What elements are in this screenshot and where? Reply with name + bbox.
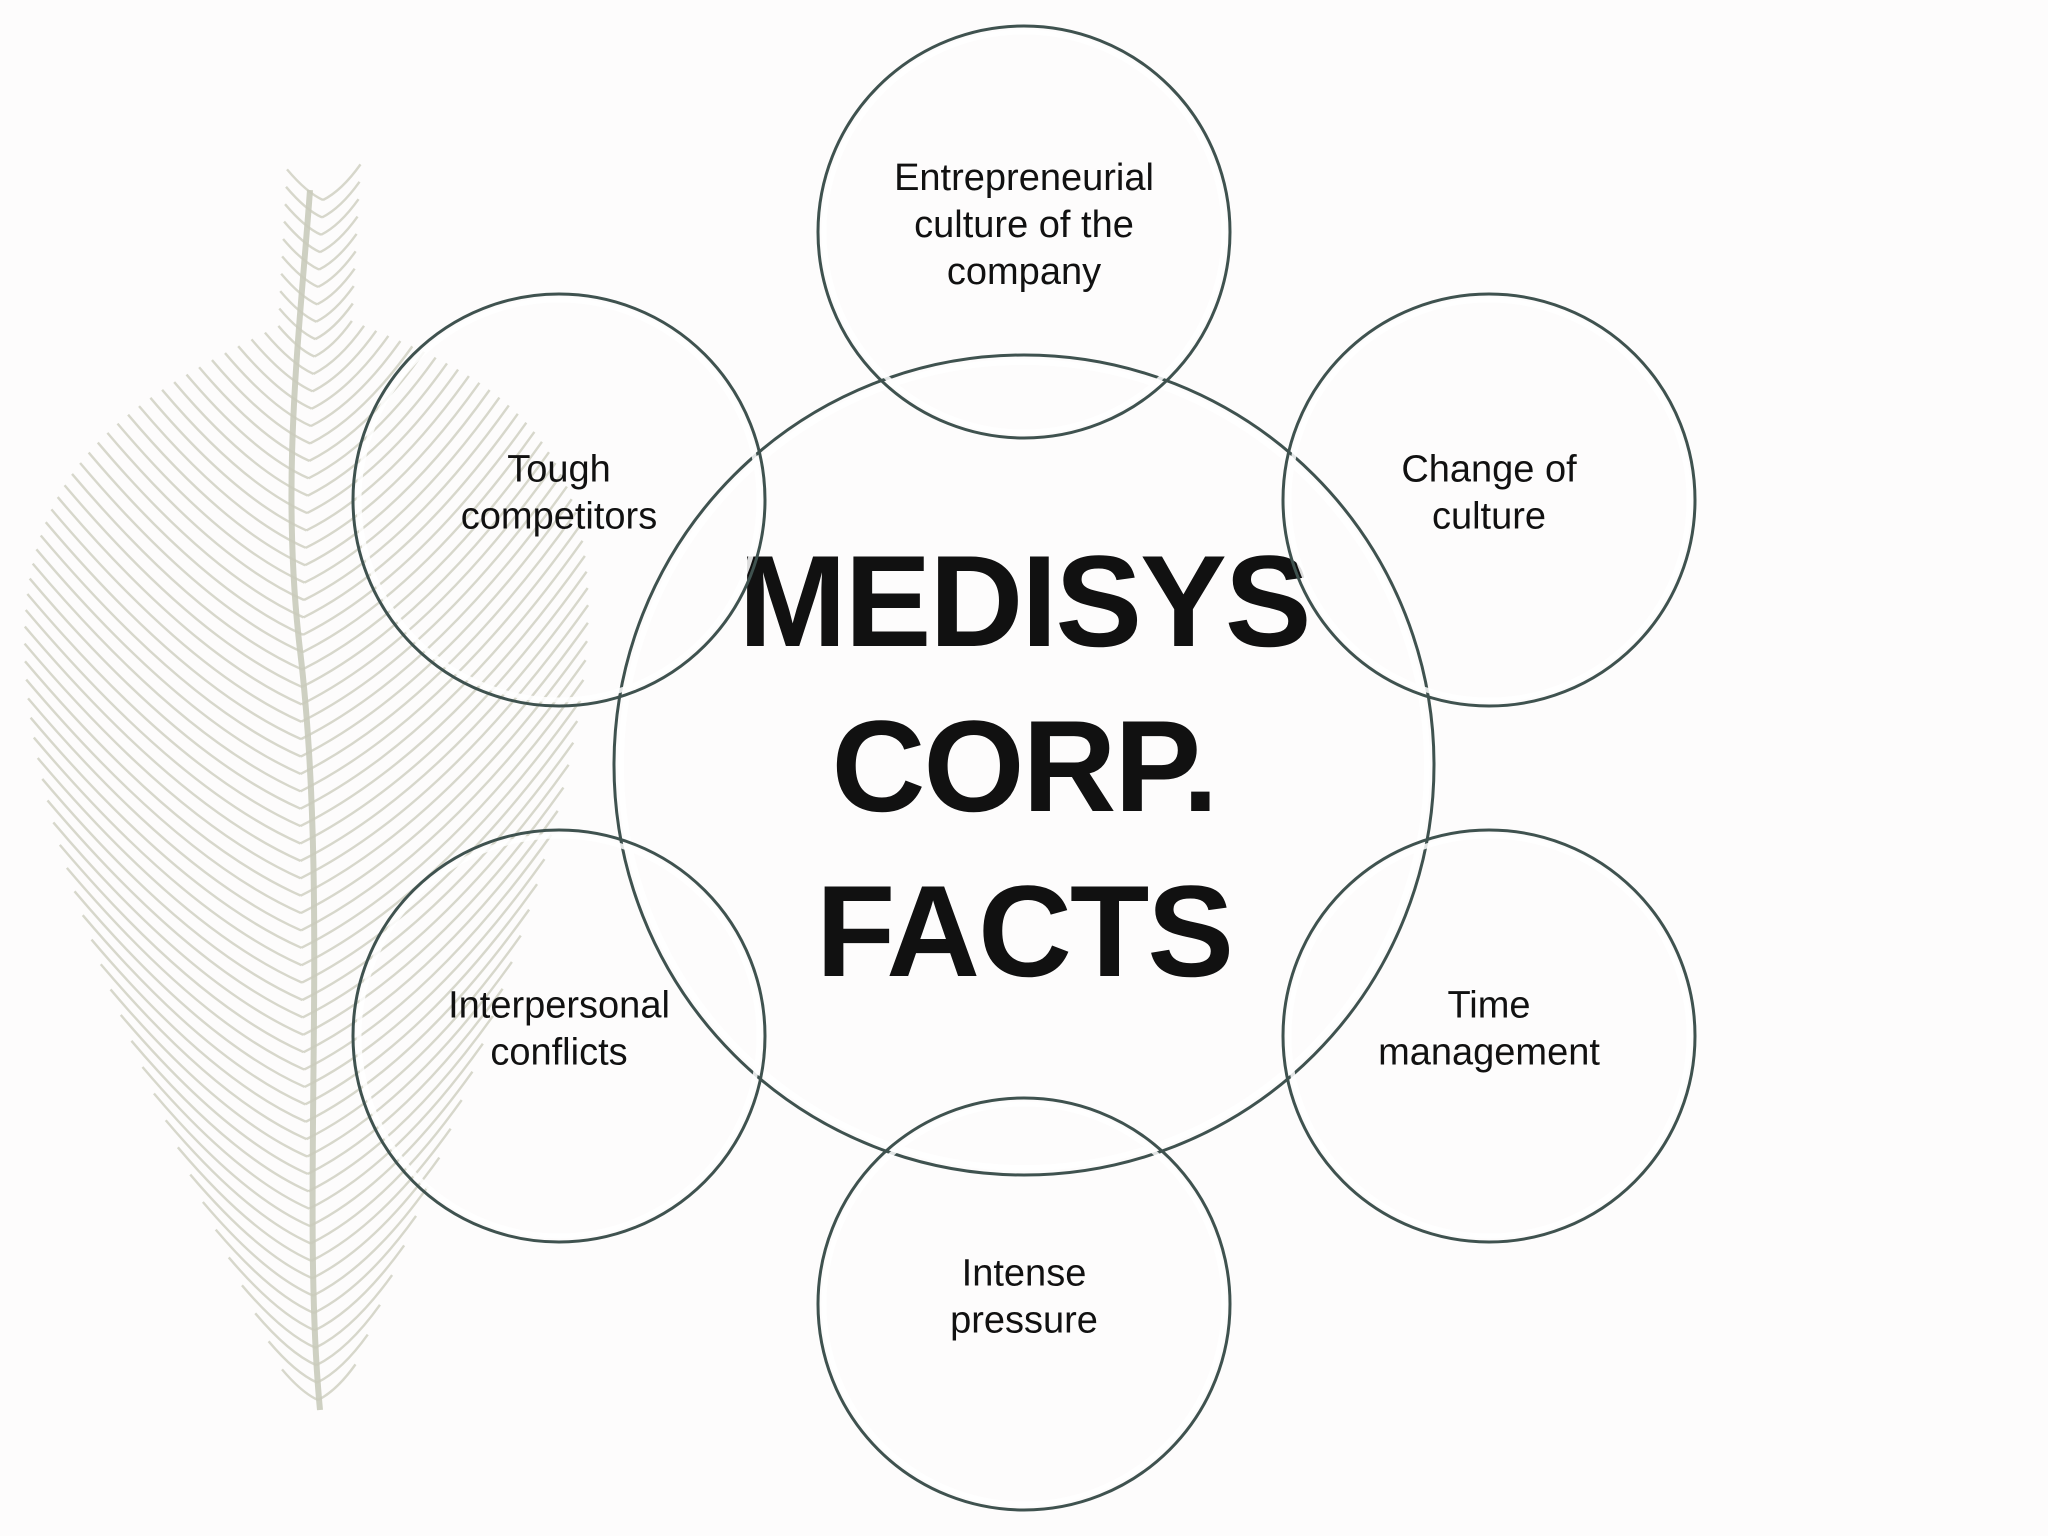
- node-circle: [351, 292, 767, 708]
- node-label-line: Time: [1447, 985, 1530, 1027]
- node-label-line: Change of: [1401, 449, 1577, 491]
- node-label-line: Entrepreneurial: [894, 157, 1154, 199]
- node-change-of-culture: Change of culture: [1281, 292, 1697, 708]
- node-circle: [816, 24, 1232, 440]
- feather-icon: [23, 163, 590, 1411]
- center-circle-highlight: [618, 359, 1430, 1171]
- node-intense-pressure: Intense pressure: [816, 1096, 1232, 1512]
- center-title-line-1: MEDISYS: [738, 528, 1309, 674]
- node-label-line: Tough: [507, 449, 611, 491]
- node-circle: [351, 828, 767, 1244]
- node-label-line: conflicts: [490, 1032, 627, 1074]
- node-circle-highlight: [1286, 833, 1692, 1239]
- center-title-line-2: CORP.: [832, 693, 1217, 839]
- node-circle-highlight: [356, 297, 762, 703]
- center-bubble: MEDISYS CORP. FACTS: [612, 353, 1436, 1177]
- node-tough-competitors: Tough competitors: [351, 292, 767, 708]
- node-circle-highlight: [1286, 297, 1692, 703]
- node-entrepreneurial-culture: Entrepreneurial culture of the company: [816, 24, 1232, 440]
- node-circle-highlight: [356, 833, 762, 1239]
- node-label-line: company: [947, 251, 1101, 293]
- node-label-line: Intense: [962, 1253, 1087, 1295]
- node-circle-highlight: [821, 29, 1227, 435]
- node-circle: [1281, 292, 1697, 708]
- node-label-line: Interpersonal: [448, 985, 670, 1027]
- node-label-line: culture of the: [914, 204, 1134, 246]
- node-interpersonal-conflicts: Interpersonal conflicts: [351, 828, 767, 1244]
- center-circle: [612, 353, 1436, 1177]
- node-time-management: Time management: [1281, 828, 1697, 1244]
- node-circle-highlight: [821, 1101, 1227, 1507]
- node-circle: [816, 1096, 1232, 1512]
- node-label-line: culture: [1432, 496, 1546, 538]
- node-label-line: pressure: [950, 1300, 1098, 1342]
- center-title-line-3: FACTS: [816, 858, 1232, 1004]
- node-label-line: management: [1378, 1032, 1600, 1074]
- node-label-line: competitors: [461, 496, 657, 538]
- node-circle: [1281, 828, 1697, 1244]
